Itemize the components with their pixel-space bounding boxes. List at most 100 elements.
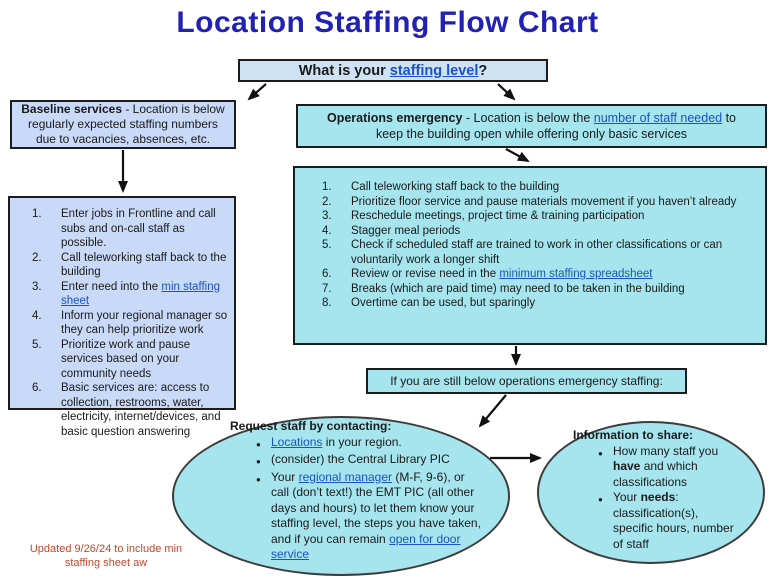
text-segment: to keep the building open while offering… <box>375 111 737 141</box>
bullet-dot: ● <box>256 439 261 449</box>
bullet-item: ● Your regional manager (M-F, 9-6), or ca… <box>256 470 482 563</box>
step-number: 6. <box>322 268 332 280</box>
inline-link[interactable]: open for door service <box>271 531 461 562</box>
footnote-updated: Updated 9/26/24 to include min staffing … <box>18 543 194 570</box>
item-text: How many staff you have and which classi… <box>613 444 741 491</box>
bullet-item: ● Locations in your region. <box>256 435 482 453</box>
numbered-step: 8. Overtime can be used, but sparingly <box>322 296 757 311</box>
still-below-box: If you are still below operations emerge… <box>366 368 687 394</box>
item-text: (consider) the Central Library PIC <box>271 452 482 470</box>
bullet-dot: ● <box>598 448 603 458</box>
arrow-question-to-baseline <box>247 83 267 101</box>
item-text: Prioritize floor service and pause mater… <box>351 195 757 210</box>
inline-link[interactable]: Locations <box>271 434 323 449</box>
text-segment: ? <box>478 62 488 79</box>
numbered-step: 2. Call teleworking staff back to the bui… <box>32 251 230 280</box>
item-text: Enter jobs in Frontline and call subs an… <box>61 207 230 251</box>
bold-text: have <box>613 459 641 473</box>
step-number: 2. <box>322 195 332 208</box>
step-number: 5. <box>322 239 332 251</box>
step-number: 2. <box>32 251 42 264</box>
text-segment: Prioritize floor service and pause mater… <box>351 195 737 208</box>
information-share-ellipse <box>537 421 765 564</box>
bold-text: needs <box>640 490 676 504</box>
numbered-step: 4. Stagger meal periods <box>322 224 757 239</box>
text-segment: Prioritize work and pause services based… <box>61 338 191 380</box>
inline-link[interactable]: min staffing sheet <box>61 280 220 308</box>
information-share-bullets: ● How many staff you have and which class… <box>573 444 741 553</box>
text-segment: Enter jobs in Frontline and call subs an… <box>61 208 216 249</box>
item-text: Your needs: classification(s), specific … <box>613 490 741 552</box>
rich-text: Operations emergency - Location is below… <box>324 110 739 142</box>
numbered-step: 7.Breaks (which are paid time) may need … <box>322 282 757 297</box>
text-segment: Check if scheduled staff are trained to … <box>351 239 723 266</box>
item-text: Breaks (which are paid time) may need to… <box>351 282 757 297</box>
text-segment: in your region. <box>322 434 402 449</box>
item-text: Enter need into the min staffing sheet <box>61 280 230 309</box>
numbered-step: 4. Inform your regional manager so they c… <box>32 309 230 338</box>
numbered-step: 3. Enter need into the min staffing sheet <box>32 280 230 309</box>
request-staff-bullets: ● Locations in your region. ● (consider) th… <box>230 435 482 563</box>
information-share-heading: Information to share: <box>573 428 694 442</box>
text-segment: Your <box>271 469 299 484</box>
item-text: Basic services are: access to collection… <box>61 381 230 439</box>
operations-steps-list: 1.Call teleworking staff back to the bui… <box>293 166 767 345</box>
bold-text: Operations emergency <box>326 111 463 125</box>
bullet-dot: ● <box>256 457 261 466</box>
text-segment: How many staff you <box>613 443 719 458</box>
step-number: 8. <box>322 297 332 309</box>
request-staff-content: Request staff by contacting: ● Locations … <box>230 419 482 563</box>
request-staff-heading: Request staff by contacting: <box>230 419 392 433</box>
text-segment: (consider) the Central Library PIC <box>271 452 450 466</box>
inline-link[interactable]: minimum staffing spreadsheet <box>499 268 653 280</box>
numbered-step: 6. Review or revise need in the minimum s… <box>322 267 757 282</box>
baseline-services-box: Baseline services - Location is below re… <box>10 100 236 149</box>
question-box: What is your staffing level? <box>238 59 548 82</box>
arrow-still-below-to-request <box>478 394 507 428</box>
numbered-step: 1.Call teleworking staff back to the bui… <box>322 180 757 195</box>
inline-link[interactable]: staffing level <box>389 62 479 79</box>
bold-text: Baseline services <box>21 102 122 116</box>
numbered-step: 1.Enter jobs in Frontline and call subs … <box>32 207 230 251</box>
inline-link[interactable]: regional manager <box>298 469 392 484</box>
numbered-step: 5. Check if scheduled staff are trained t… <box>322 238 757 267</box>
text-segment: and which classifications <box>613 459 698 489</box>
text-segment: Overtime can be used, but sparingly <box>351 297 536 309</box>
operations-emergency-box: Operations emergency - Location is below… <box>296 104 767 148</box>
arrow-operations-to-steps <box>505 148 530 162</box>
step-number: 3. <box>32 280 42 293</box>
numbered-step: 6.Basic services are: access to collecti… <box>32 381 230 439</box>
text-segment: What is your <box>298 62 390 79</box>
footnote-line1: Updated 9/26/24 to include min <box>29 543 183 555</box>
rich-text: Baseline services - Location is below re… <box>18 102 228 147</box>
text-segment: Basic services are: access to collection… <box>61 382 221 438</box>
bullet-item: ● Your needs: classification(s), specific… <box>598 490 741 552</box>
text-segment: Inform your regional manager so they can… <box>61 309 228 337</box>
step-number: 4. <box>322 224 332 237</box>
item-text: Stagger meal periods <box>351 224 757 239</box>
request-staff-ellipse <box>172 416 510 576</box>
text-segment: Your <box>613 490 641 504</box>
arrow-question-to-operations <box>497 83 516 101</box>
item-text: Call teleworking staff back to the build… <box>61 251 230 280</box>
item-text: Overtime can be used, but sparingly <box>351 296 757 311</box>
text-segment: Call teleworking staff back to the build… <box>351 181 560 193</box>
inline-link[interactable]: number of staff needed <box>593 111 723 125</box>
bullet-dot: ● <box>256 474 261 484</box>
text-segment: Breaks (which are paid time) may need to… <box>351 282 685 295</box>
step-number: 3. <box>322 210 332 222</box>
text-segment: - Location is below the <box>462 111 594 125</box>
item-text: Your regional manager (M-F, 9-6), or cal… <box>271 470 482 563</box>
numbered-step: 2. Prioritize floor service and pause mat… <box>322 195 757 210</box>
information-share-content: Information to share: ● How many staff yo… <box>573 428 741 552</box>
item-text: Prioritize work and pause services based… <box>61 338 230 382</box>
step-number: 5. <box>32 338 42 351</box>
item-text: Call teleworking staff back to the build… <box>351 180 757 195</box>
text-segment: Review or revise need in the <box>351 268 500 280</box>
step-number: 4. <box>32 309 42 322</box>
item-text: Inform your regional manager so they can… <box>61 309 230 338</box>
rich-text: What is your staffing level? <box>299 63 488 79</box>
numbered-step: 3.Reschedule meetings, project time & tr… <box>322 209 757 224</box>
bullet-dot: ● <box>598 495 603 504</box>
